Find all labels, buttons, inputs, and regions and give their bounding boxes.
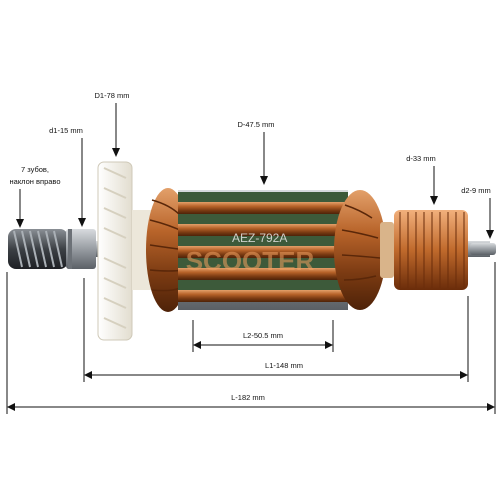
- dim-L1: L1-148 mm: [83, 278, 469, 382]
- lamination-core: [178, 190, 348, 310]
- label-L2: L2-50.5 mm: [243, 331, 283, 340]
- shaft-end: [470, 243, 496, 255]
- dim-d2: d2-9 mm: [461, 186, 494, 239]
- dim-D1: D1-78 mm: [94, 91, 130, 157]
- label-d1: d1-15 mm: [49, 126, 83, 135]
- commutator: [394, 210, 468, 290]
- winding-rear: [334, 190, 386, 310]
- insulator-ring: [380, 222, 394, 278]
- label-gear-line1: 7 зубов,: [21, 165, 49, 174]
- dim-gear: 7 зубов, наклон вправо: [10, 165, 61, 228]
- dim-L2: L2-50.5 mm: [192, 320, 334, 352]
- pinion-gear: [8, 229, 68, 269]
- part-marking: AEZ-792A: [232, 231, 287, 245]
- label-D1: D1-78 mm: [94, 91, 129, 100]
- dim-L: L-182 mm: [6, 262, 496, 414]
- dim-D: D-47.5 mm: [237, 120, 275, 185]
- bearing-seat: [66, 229, 96, 269]
- label-gear-line2: наклон вправо: [10, 177, 61, 186]
- armature-part: [8, 161, 496, 341]
- label-L: L-182 mm: [231, 393, 265, 402]
- label-D: D-47.5 mm: [237, 120, 274, 129]
- cooling-fan: [97, 161, 154, 341]
- label-L1: L1-148 mm: [265, 361, 303, 370]
- dim-d1: d1-15 mm: [49, 126, 86, 227]
- dim-d: d-33 mm: [406, 154, 438, 205]
- label-d: d-33 mm: [406, 154, 436, 163]
- label-d2: d2-9 mm: [461, 186, 491, 195]
- watermark: SCOOTER: [186, 246, 315, 276]
